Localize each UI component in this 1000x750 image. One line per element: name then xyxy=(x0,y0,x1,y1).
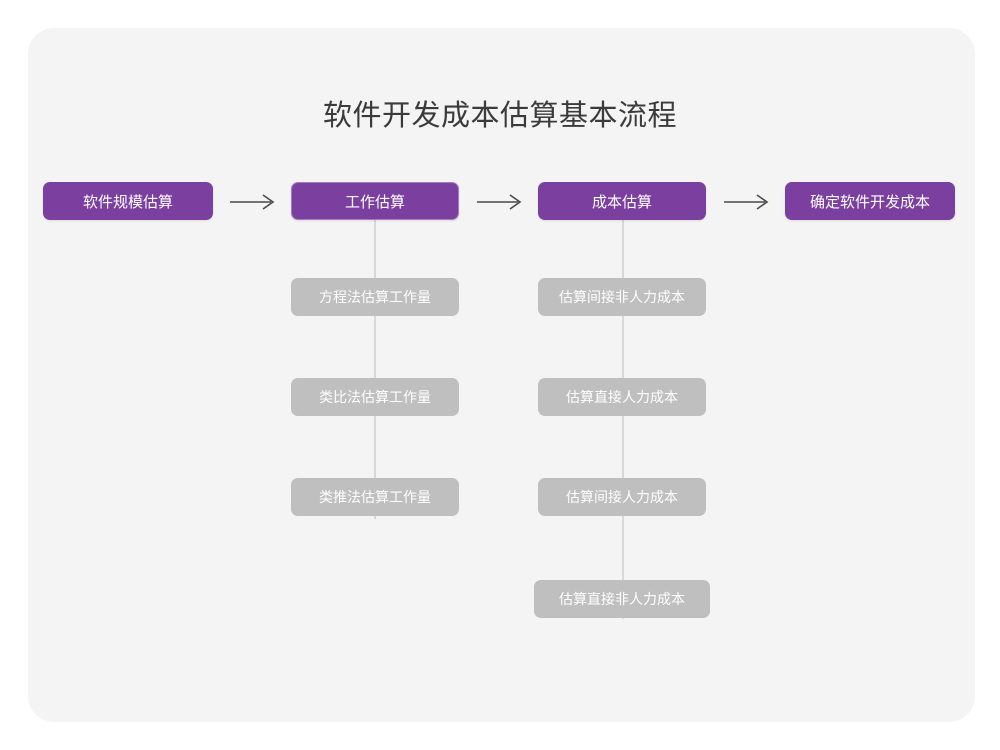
flow-node-cost-estimation[interactable]: 成本估算 xyxy=(538,182,706,220)
flow-node-label: 成本估算 xyxy=(591,193,652,211)
connector-line-cost-branch xyxy=(622,214,624,619)
sub-node-label: 类推法估算工作量 xyxy=(319,489,431,505)
sub-node-indirect-labor-cost[interactable]: 估算间接人力成本 xyxy=(538,478,706,516)
flow-node-label: 工作估算 xyxy=(344,193,405,211)
flow-node-work-estimation[interactable]: 工作估算 xyxy=(291,182,459,220)
flow-node-label: 确定软件开发成本 xyxy=(809,193,930,211)
page-title: 软件开发成本估算基本流程 xyxy=(322,100,677,132)
flow-node-label: 软件规模估算 xyxy=(82,193,173,211)
sub-node-direct-labor-cost[interactable]: 估算直接人力成本 xyxy=(538,378,706,416)
sub-node-inference-method-workload[interactable]: 类推法估算工作量 xyxy=(291,478,459,516)
sub-node-analogy-method-workload[interactable]: 类比法估算工作量 xyxy=(291,378,459,416)
sub-node-direct-nonlabor-cost[interactable]: 估算直接非人力成本 xyxy=(534,580,710,618)
sub-node-label: 估算间接人力成本 xyxy=(566,489,678,505)
flow-arrow-3 xyxy=(722,192,774,212)
sub-node-label: 类比法估算工作量 xyxy=(319,389,431,405)
sub-node-label: 估算间接非人力成本 xyxy=(559,289,685,305)
flow-node-software-scale-estimation[interactable]: 软件规模估算 xyxy=(43,182,213,220)
sub-node-label: 估算直接非人力成本 xyxy=(559,591,685,607)
flow-arrow-2 xyxy=(475,192,527,212)
connector-line-work-branch xyxy=(374,214,376,519)
sub-node-label: 估算直接人力成本 xyxy=(566,389,678,405)
sub-node-indirect-nonlabor-cost[interactable]: 估算间接非人力成本 xyxy=(538,278,706,316)
flow-arrow-1 xyxy=(228,192,280,212)
sub-node-label: 方程法估算工作量 xyxy=(319,289,431,305)
flow-node-determine-development-cost[interactable]: 确定软件开发成本 xyxy=(785,182,955,220)
sub-node-equation-method-workload[interactable]: 方程法估算工作量 xyxy=(291,278,459,316)
diagram-card xyxy=(28,28,975,722)
